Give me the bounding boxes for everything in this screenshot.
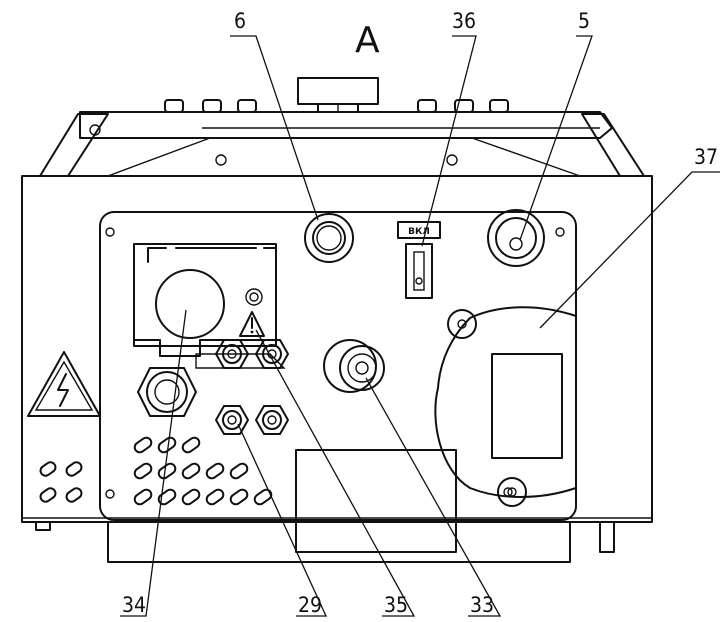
callout-36: 36 xyxy=(452,9,476,33)
callout-6: 6 xyxy=(234,9,246,33)
screw-icon xyxy=(105,227,115,237)
callout-34: 34 xyxy=(122,593,146,617)
fuse-holder xyxy=(487,209,545,267)
leader-lines xyxy=(120,35,720,617)
left-vent-slots xyxy=(39,461,83,503)
output-knob xyxy=(323,339,385,393)
mains-connector xyxy=(133,243,277,357)
view-label: A xyxy=(355,20,380,61)
screw-icon xyxy=(446,154,458,166)
switch-label-plate xyxy=(397,221,441,239)
indicator-lamp xyxy=(304,213,354,263)
callout-29: 29 xyxy=(298,593,322,617)
callout-33: 33 xyxy=(470,593,494,617)
fan-cover xyxy=(434,306,577,507)
screw-icon xyxy=(555,227,565,237)
top-handle xyxy=(297,77,379,113)
power-switch[interactable]: ВКЛ xyxy=(397,221,441,299)
screw-icon xyxy=(105,489,115,499)
screw-icon xyxy=(507,487,517,497)
screw-icon xyxy=(457,319,467,329)
switch-label: ВКЛ xyxy=(408,227,430,237)
nameplate xyxy=(295,449,457,553)
screw-icon xyxy=(215,154,227,166)
callout-37: 37 xyxy=(694,145,718,169)
housing xyxy=(21,154,653,563)
terminal-connectors xyxy=(215,339,289,435)
callout-35: 35 xyxy=(384,593,408,617)
cable-gland xyxy=(137,353,286,417)
panel-vent-slots xyxy=(133,436,273,506)
caution-icon xyxy=(239,311,265,337)
screw-icon xyxy=(89,124,101,136)
callout-5: 5 xyxy=(578,9,590,33)
high-voltage-warning-icon xyxy=(27,351,101,417)
